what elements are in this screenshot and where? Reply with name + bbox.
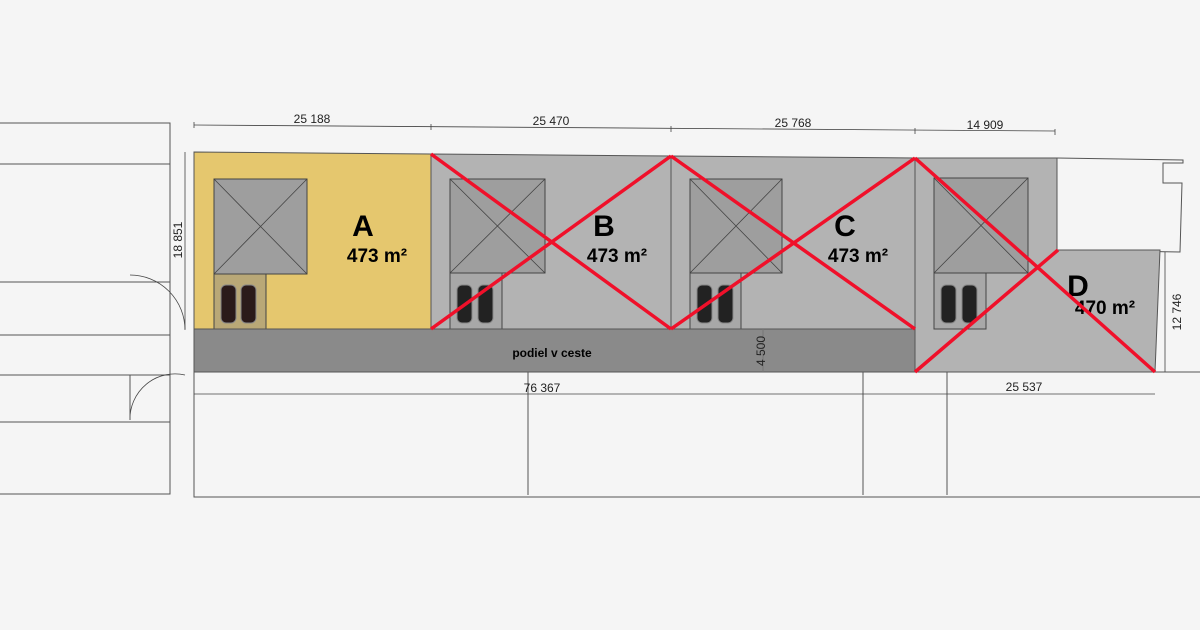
plot-label: A [352, 210, 374, 243]
dim-top-b: 25 470 [533, 114, 570, 128]
plot-label: C [834, 210, 856, 243]
dim-road-width: 4 500 [754, 336, 768, 366]
cross-b [429, 154, 673, 331]
dim-top-d: 14 909 [967, 118, 1004, 132]
dim-bottom-d: 25 537 [1006, 380, 1043, 394]
house-footprint [689, 178, 783, 274]
house-footprint [213, 178, 308, 275]
plot-label: D [1067, 270, 1089, 303]
cross-d [913, 248, 1060, 374]
plot-area: 473 m² [828, 246, 888, 267]
dimensions: 25 188 25 470 25 768 14 909 18 851 12 74… [171, 112, 1184, 395]
cross-c [669, 156, 917, 331]
house-footprint [933, 177, 1029, 274]
plot-area: 473 m² [347, 246, 407, 267]
left-neighbour-parcels [0, 122, 186, 495]
car-icon [940, 284, 978, 324]
shared-road: podiel v ceste [193, 328, 916, 373]
dim-bottom-total: 76 367 [524, 381, 561, 395]
top-right-neighbour [1056, 157, 1184, 253]
plot-area: 473 m² [587, 246, 647, 267]
plot-a[interactable]: A 473 m² [193, 151, 432, 330]
dim-top-a: 25 188 [294, 112, 331, 126]
dim-top-c: 25 768 [775, 116, 812, 130]
car-icon [220, 284, 257, 324]
dim-right: 12 746 [1170, 293, 1184, 330]
dim-left: 18 851 [171, 221, 185, 258]
crossed-out-marks [429, 152, 1157, 374]
plot-label: B [593, 210, 615, 243]
road-label: podiel v ceste [512, 346, 592, 360]
cross-d [913, 156, 1157, 374]
